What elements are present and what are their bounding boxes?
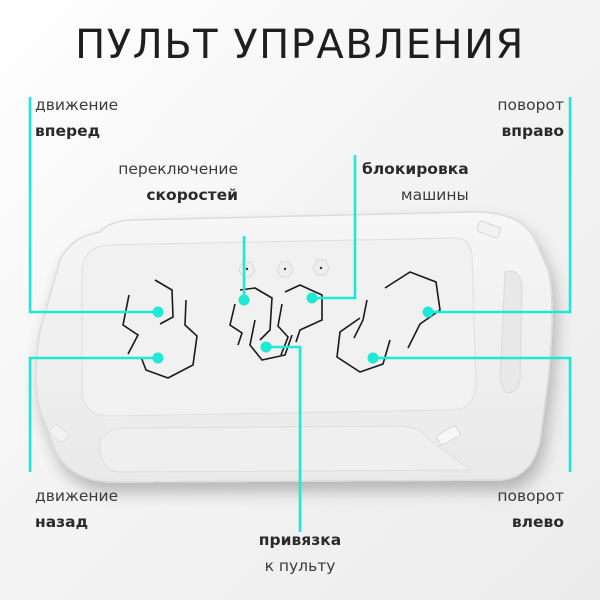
callout-dots bbox=[152, 292, 434, 364]
device-bumper bbox=[99, 425, 472, 473]
label-left-turn: поворот влево bbox=[497, 487, 564, 531]
right-buttons bbox=[336, 271, 441, 373]
callout-lines bbox=[28, 97, 572, 532]
label-lock: блокировка машины bbox=[362, 160, 469, 204]
label-forward: движение вперед bbox=[35, 96, 119, 140]
page-title: ПУЛЬТ УПРАВЛЕНИЯ bbox=[75, 22, 525, 68]
label-backward: движение назад bbox=[35, 487, 119, 531]
label-right-turn: поворот вправо bbox=[497, 96, 564, 140]
label-speed: переключение скоростей bbox=[118, 160, 238, 204]
label-pairing: привязка к пульту bbox=[258, 531, 342, 575]
center-buttons bbox=[229, 284, 323, 361]
left-buttons bbox=[122, 279, 198, 379]
